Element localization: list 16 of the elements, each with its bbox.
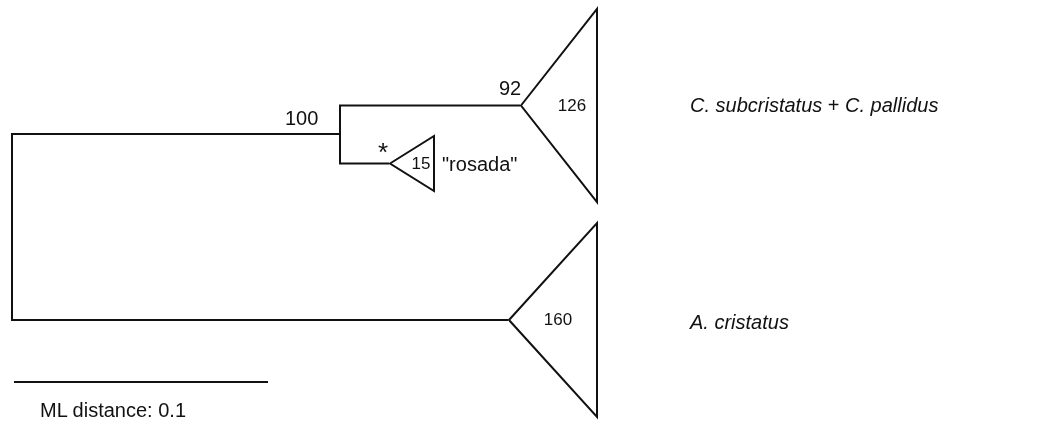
clade-label: "rosada": [442, 152, 518, 176]
tree-branch: [11, 133, 509, 321]
clade-label: A. cristatus: [690, 310, 789, 334]
support-value: 100: [285, 108, 319, 128]
collapsed-clade-triangle: [389, 135, 435, 192]
clade-label: C. subcristatus + C. pallidus: [690, 93, 939, 117]
collapsed-clade-triangle: [508, 222, 598, 418]
support-value: 92: [499, 76, 522, 100]
clade-size: 160: [543, 310, 573, 330]
tree-branch: [339, 133, 390, 165]
significance-mark: *: [378, 136, 389, 168]
scale-label: ML distance: 0.1: [40, 398, 186, 422]
clade-size: 126: [557, 95, 587, 116]
clade-size: 15: [411, 153, 431, 174]
tree-branch: [339, 104, 521, 135]
collapsed-clade-triangle: [520, 8, 598, 203]
